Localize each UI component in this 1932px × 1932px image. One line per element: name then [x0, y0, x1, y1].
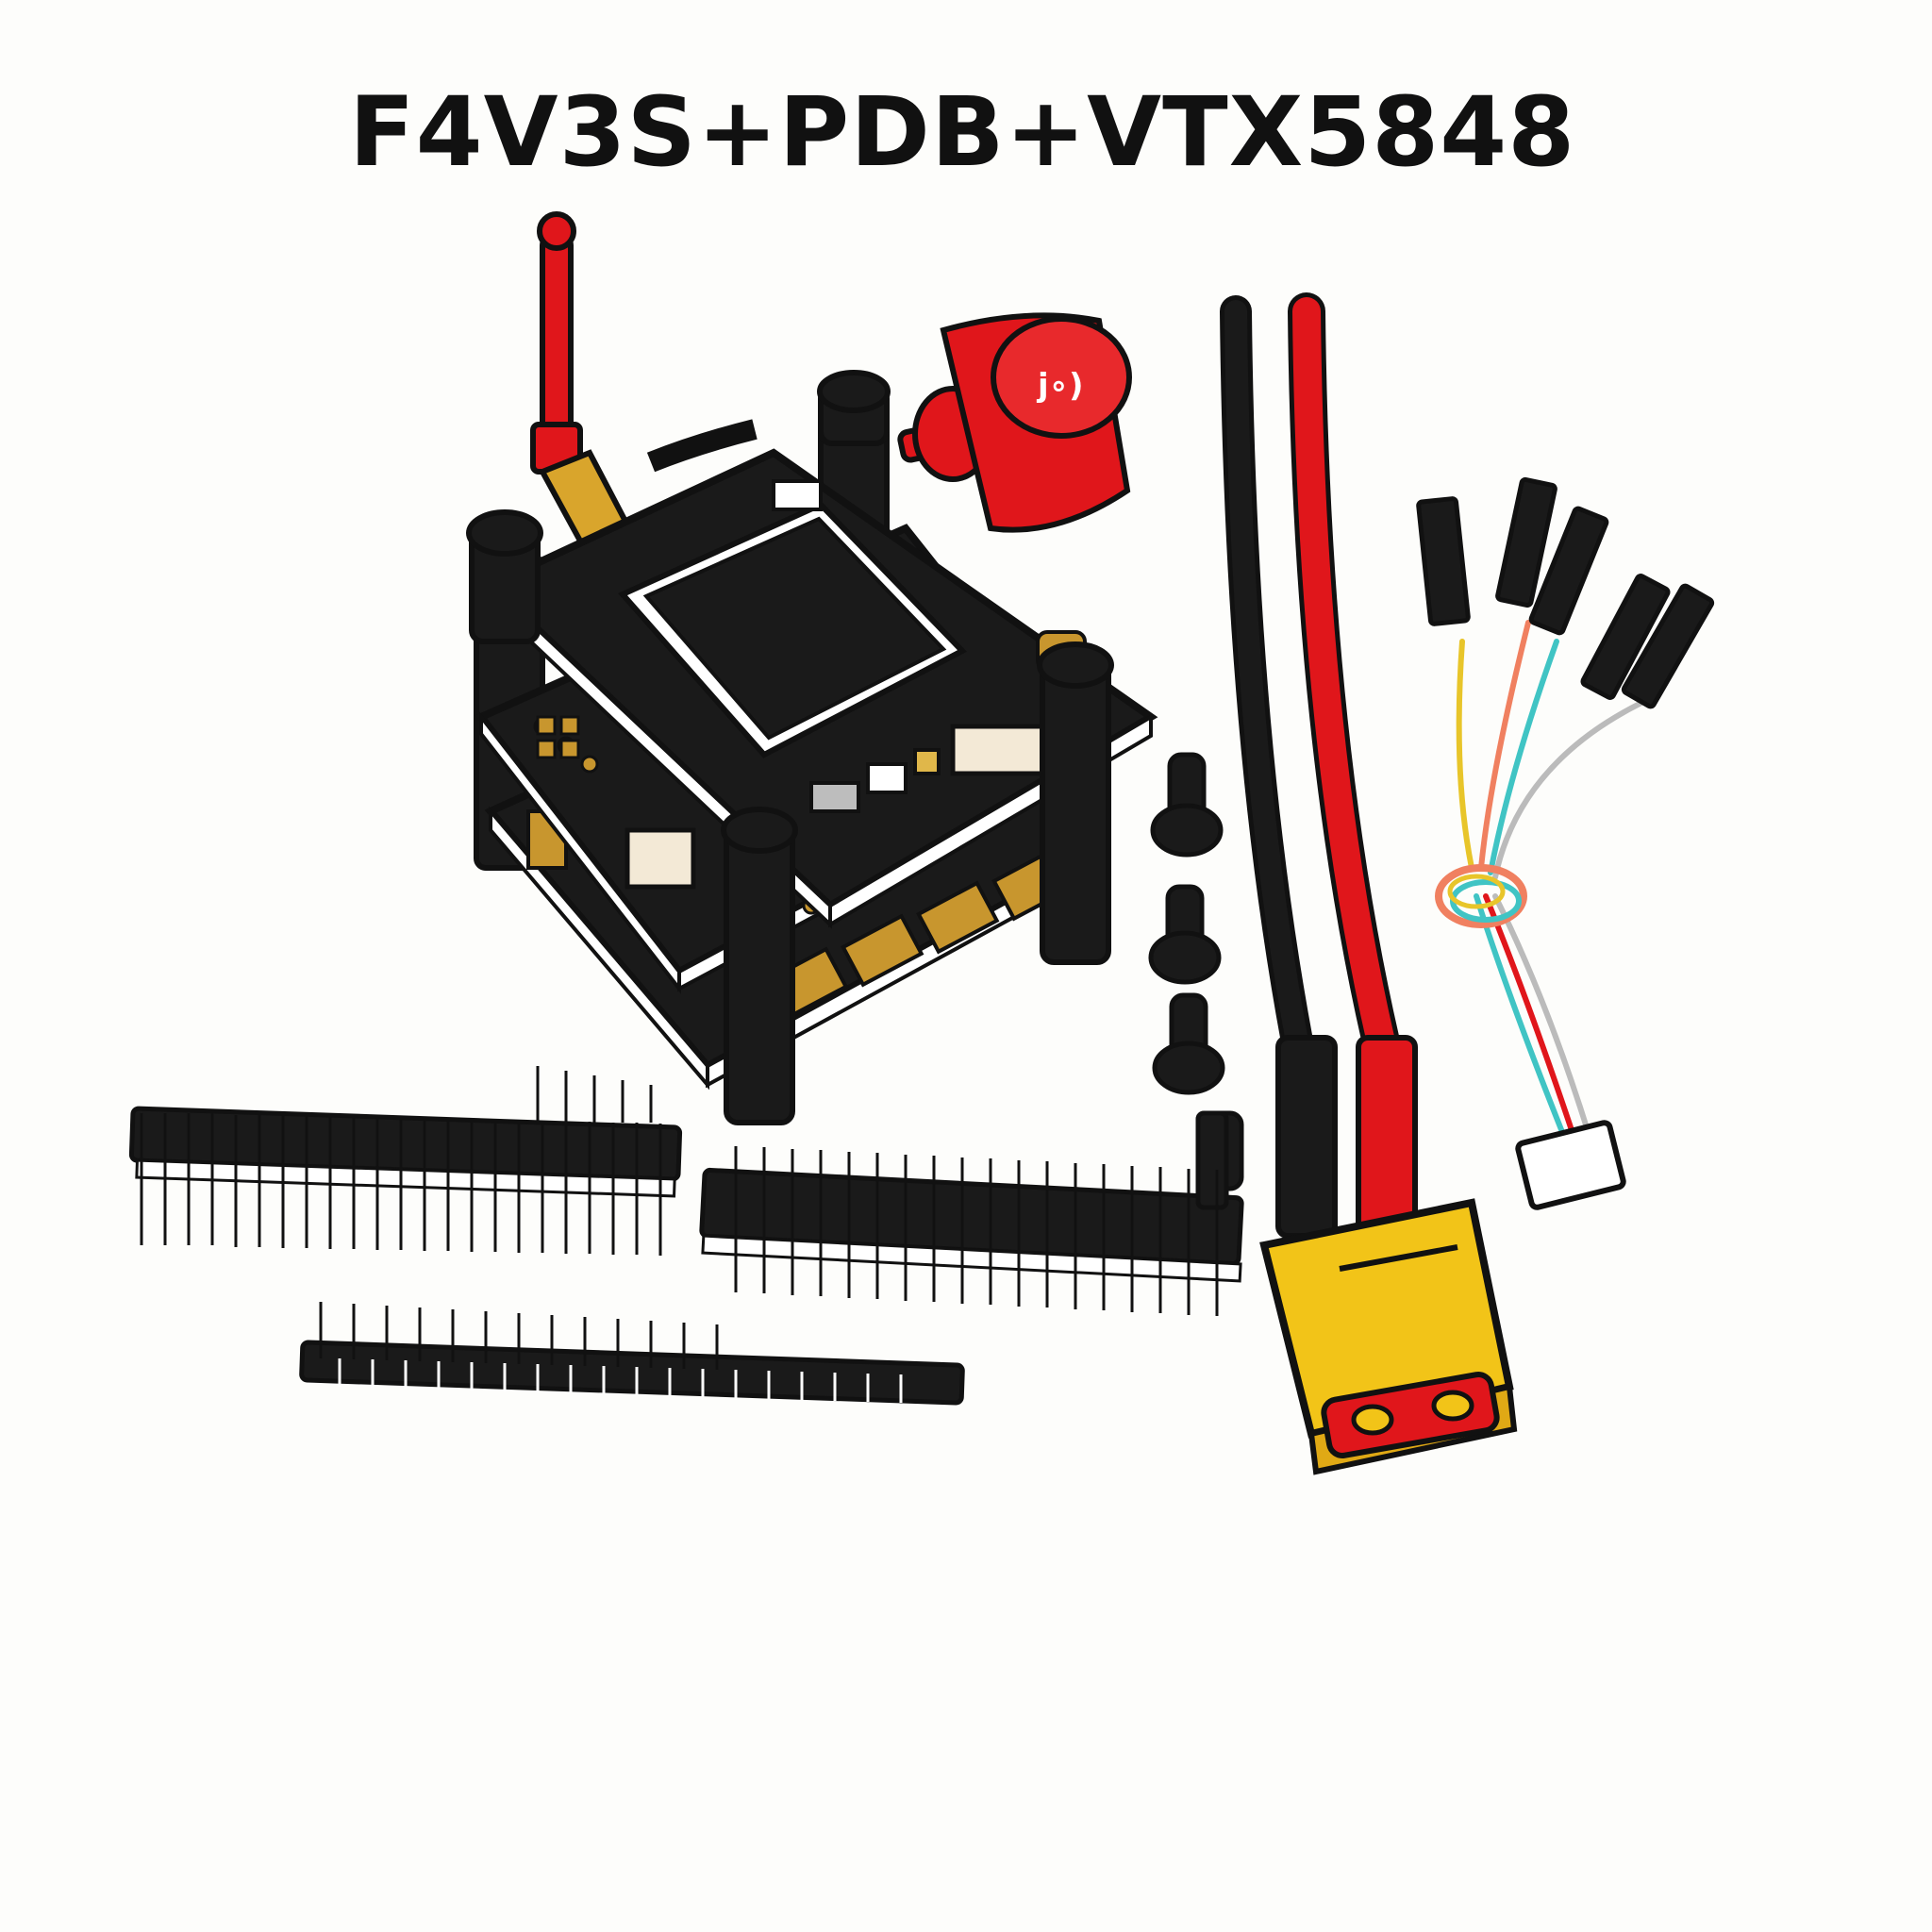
- mushroom-antenna-icon: j∘): [646, 312, 1132, 533]
- pin-header-icon: [128, 1066, 1244, 1406]
- svg-text:j∘): j∘): [1036, 367, 1083, 405]
- power-cable-icon: [1220, 292, 1418, 1239]
- grommet-icon: [1148, 752, 1244, 1191]
- xt60-connector-icon: [1259, 1198, 1518, 1475]
- cable-harness-icon: [1416, 476, 1715, 1210]
- fc-stack-icon: [466, 370, 1158, 1125]
- product-title: F4V3S+PDB+VTX5848: [349, 76, 1576, 189]
